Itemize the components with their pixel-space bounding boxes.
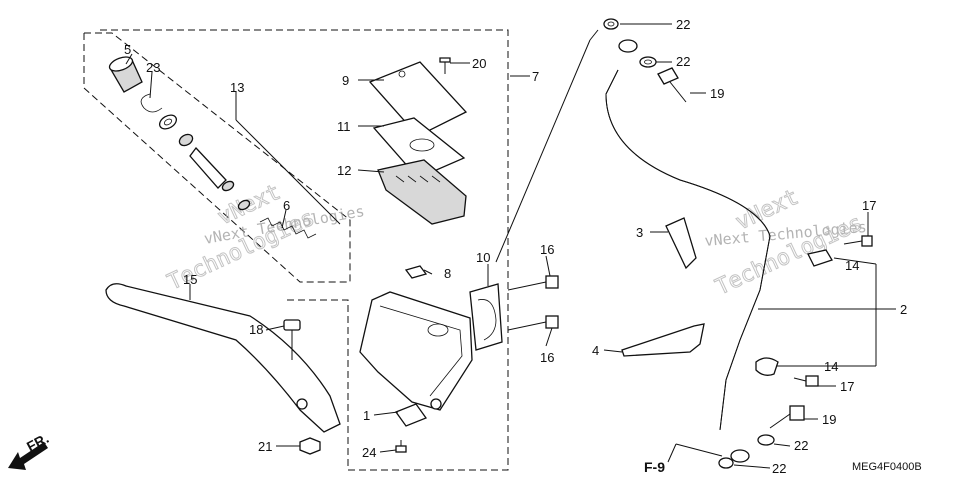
bolt-16-upper-part xyxy=(507,275,559,291)
holder-part xyxy=(469,283,503,351)
callout-7: 7 xyxy=(532,69,539,84)
callout-14-lower: 14 xyxy=(824,359,838,374)
callout-22-mid: 22 xyxy=(676,54,690,69)
clamp-14-lower-part xyxy=(755,357,779,376)
callout-6: 6 xyxy=(283,198,290,213)
callout-labels: 5 23 13 6 9 11 12 20 7 8 10 16 16 1 24 1… xyxy=(124,17,907,476)
circlip-part xyxy=(140,93,163,113)
master-cylinder-group-box xyxy=(100,29,509,471)
callout-8: 8 xyxy=(444,266,451,281)
callout-17-lower: 17 xyxy=(840,379,854,394)
front-direction-arrow: FR. xyxy=(8,430,51,470)
callout-15: 15 xyxy=(183,272,197,287)
sealing-washer-22-mid xyxy=(639,56,657,68)
bolt-17-upper-part xyxy=(843,235,873,247)
callout-13: 13 xyxy=(230,80,244,95)
sealing-washer-22-bottom xyxy=(718,457,734,469)
hose-guide-4-part xyxy=(621,323,705,357)
diaphragm-plate-part xyxy=(372,117,466,179)
hose-guide-3-part xyxy=(665,217,697,270)
callout-20: 20 xyxy=(472,56,486,71)
pivot-bolt-part xyxy=(283,319,301,360)
callout-2: 2 xyxy=(900,302,907,317)
callout-22-lower: 22 xyxy=(794,438,808,453)
callout-22-bottom: 22 xyxy=(772,461,786,476)
clip-8-part xyxy=(404,265,428,279)
bolt-17-lower-part xyxy=(793,375,819,387)
reservoir-cap-part xyxy=(368,61,468,137)
banjo-bolt-19-top xyxy=(657,67,687,103)
callout-14-upper: 14 xyxy=(845,258,859,273)
screw-20-part xyxy=(439,57,451,74)
clamp-14-upper-part xyxy=(807,249,833,267)
callout-23: 23 xyxy=(146,60,160,75)
callout-11: 11 xyxy=(337,119,351,134)
callout-21: 21 xyxy=(258,439,272,454)
callout-24: 24 xyxy=(362,445,376,460)
callout-9: 9 xyxy=(342,73,349,88)
callout-4: 4 xyxy=(592,343,599,358)
callout-10: 10 xyxy=(476,250,490,265)
piston-assembly xyxy=(158,114,251,211)
spring-part xyxy=(259,217,317,239)
callout-5: 5 xyxy=(124,42,131,57)
sealing-washer-22-lower xyxy=(757,434,775,446)
banjo-bolt-19-bottom xyxy=(769,405,805,429)
sealing-washer-22-top xyxy=(603,18,619,30)
brake-hose-part xyxy=(605,39,771,463)
callout-3: 3 xyxy=(636,225,643,240)
diaphragm-part xyxy=(377,159,467,225)
switch-part xyxy=(394,403,428,427)
bolt-16-lower-part xyxy=(507,315,559,331)
svg-text:FR.: FR. xyxy=(24,430,51,455)
nut-21-part xyxy=(299,437,321,455)
leader-lines xyxy=(125,23,896,469)
master-cylinder-body xyxy=(359,291,473,411)
screw-24-part xyxy=(395,440,407,453)
figure-reference: F-9 xyxy=(644,459,665,475)
callout-19-bottom: 19 xyxy=(822,412,836,427)
boot-part xyxy=(108,56,143,93)
callout-16-lower: 16 xyxy=(540,350,554,365)
callout-12: 12 xyxy=(337,163,351,178)
callout-18: 18 xyxy=(249,322,263,337)
diagram-code: MEG4F0400B xyxy=(852,461,922,473)
callout-22-top: 22 xyxy=(676,17,690,32)
brake-lever-part xyxy=(105,283,341,433)
piston-kit-group-box xyxy=(83,32,351,283)
callout-19-top: 19 xyxy=(710,86,724,101)
callout-16-upper: 16 xyxy=(540,242,554,257)
callout-17-upper: 17 xyxy=(862,198,876,213)
callout-1: 1 xyxy=(363,408,370,423)
